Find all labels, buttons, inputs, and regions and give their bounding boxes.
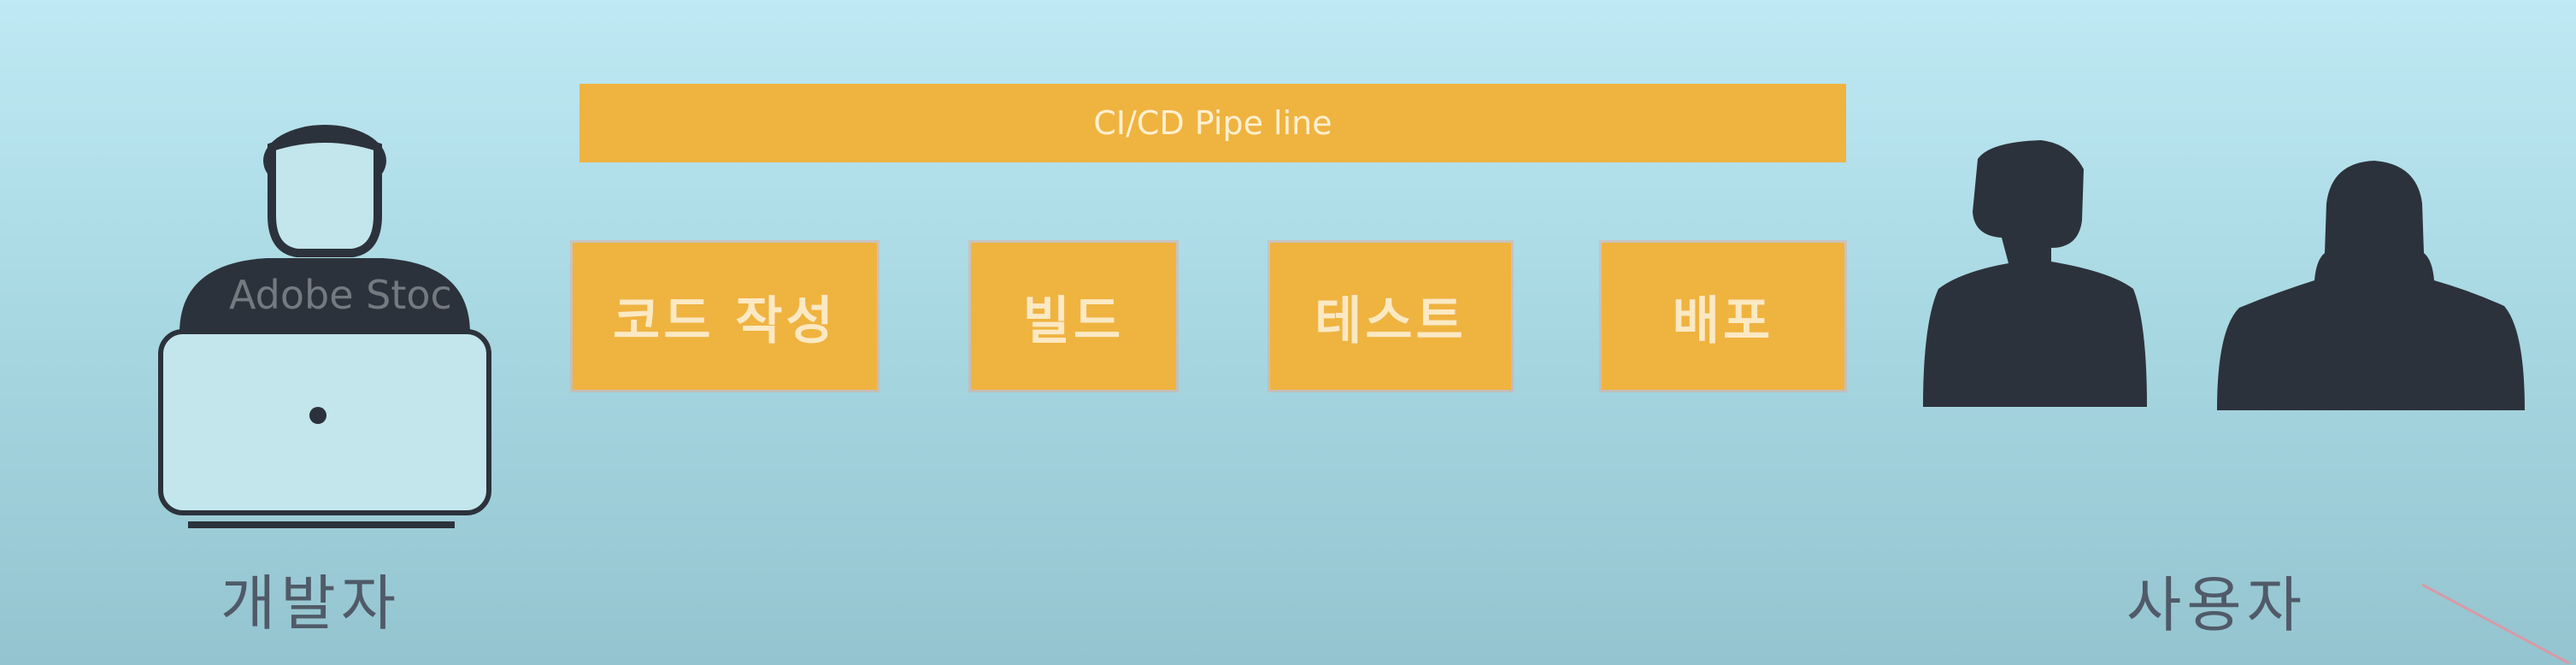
stage-deploy: 배포 — [1602, 243, 1844, 390]
stage-label: 테스트 — [1314, 291, 1467, 351]
watermark-text: Adobe Stoc — [229, 272, 452, 318]
stage-label: 빌드 — [1022, 291, 1125, 351]
users-icon — [1923, 140, 2525, 410]
pipeline-title: CI/CD Pipe line — [1093, 104, 1332, 142]
users-label: 사용자 — [2126, 570, 2308, 640]
developer-label: 개발자 — [221, 568, 402, 639]
stage-label: 코드 작성 — [613, 291, 837, 351]
stage-label: 배포 — [1672, 291, 1774, 351]
decorative-line — [2421, 583, 2570, 665]
stage-code-writing: 코드 작성 — [573, 243, 877, 390]
developer-icon — [158, 125, 491, 528]
stage-test: 테스트 — [1270, 243, 1511, 390]
stage-build: 빌드 — [971, 243, 1176, 390]
pipeline-bar: CI/CD Pipe line — [579, 84, 1846, 162]
